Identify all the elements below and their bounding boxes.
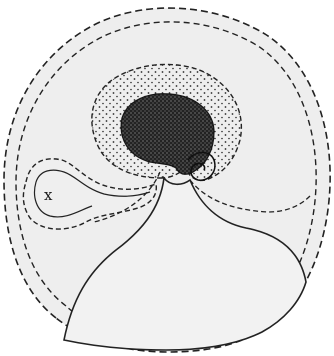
label-x: x [44,186,53,204]
